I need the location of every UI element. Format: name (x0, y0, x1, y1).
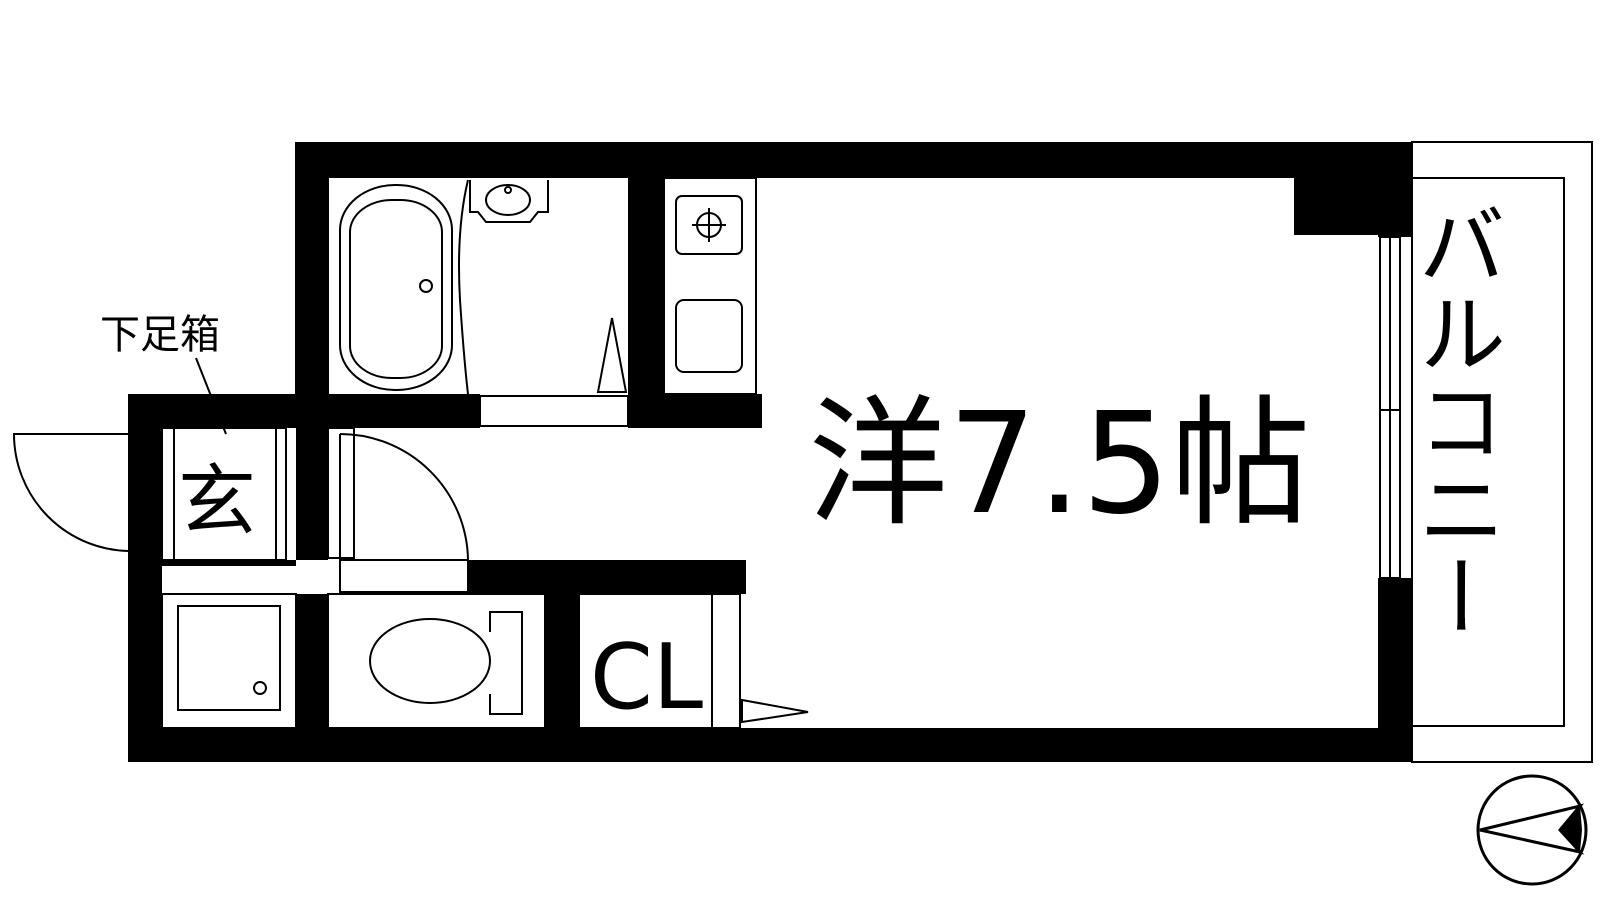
entrance-label: 玄 (178, 457, 256, 547)
compass-icon (1476, 774, 1588, 886)
kitchen (663, 177, 757, 395)
washing-machine-pan-icon (161, 593, 297, 729)
bathtub-icon (339, 184, 453, 391)
shoe-cabinet-label: 下足箱 (100, 312, 220, 358)
closet-label: CL (590, 625, 703, 730)
balcony (1411, 141, 1593, 763)
washbasin-icon (469, 180, 549, 223)
sink-icon (675, 299, 743, 373)
balcony-label: バルコニー (1404, 200, 1507, 640)
toilet-icon (327, 593, 546, 729)
utility (161, 593, 809, 729)
windows (130, 236, 1401, 729)
door-swing-icon (12, 433, 132, 552)
entrance (12, 357, 469, 561)
room-label: 洋7.5帖 (808, 383, 1311, 546)
walls (128, 142, 1412, 762)
gas-burner-icon (675, 195, 743, 255)
bathroom (339, 179, 628, 395)
